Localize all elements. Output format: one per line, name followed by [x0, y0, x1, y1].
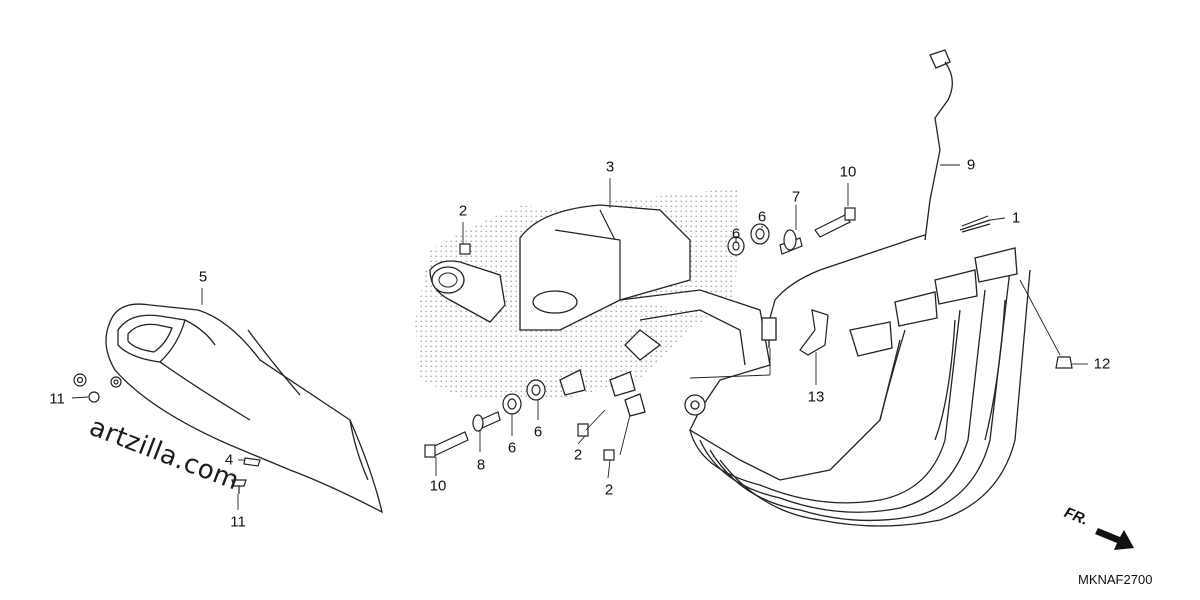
- callout-6: 6: [533, 423, 543, 441]
- o2-sensor-part: [761, 49, 953, 348]
- muffler-part: [105, 303, 383, 514]
- callout-3: 3: [605, 158, 615, 176]
- callout-1: 1: [1011, 209, 1021, 227]
- callout-4: 4: [224, 451, 234, 469]
- callout-12: 12: [1093, 355, 1111, 373]
- leader-lines: [71, 164, 1088, 510]
- callout-2: 2: [604, 481, 614, 499]
- fastener-hardware: [424, 207, 1073, 461]
- callout-11: 11: [230, 513, 246, 531]
- forward-arrow-icon: [1095, 528, 1134, 550]
- muffler-hardware: [73, 373, 261, 494]
- callout-2: 2: [458, 202, 468, 220]
- callout-5: 5: [198, 268, 208, 286]
- callout-10: 10: [429, 477, 447, 495]
- bracket-part: [799, 309, 829, 356]
- callout-6: 6: [757, 208, 767, 226]
- callout-2: 2: [573, 446, 583, 464]
- callout-10: 10: [839, 163, 857, 181]
- exhaust-header-part: [559, 247, 1031, 527]
- callout-9: 9: [966, 156, 976, 174]
- callout-6: 6: [507, 439, 517, 457]
- callout-11: 11: [49, 390, 65, 408]
- diagram-code: MKNAF2700: [1078, 572, 1153, 587]
- callout-13: 13: [807, 388, 825, 406]
- callout-8: 8: [476, 456, 486, 474]
- chamber-part: [415, 188, 740, 400]
- callout-6: 6: [731, 225, 741, 243]
- callout-7: 7: [791, 188, 801, 206]
